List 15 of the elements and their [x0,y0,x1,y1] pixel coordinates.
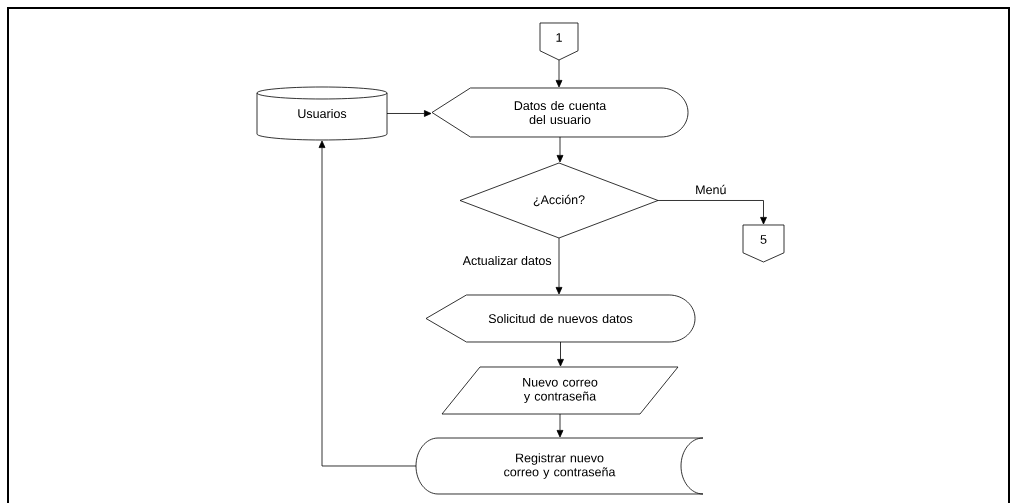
arrow [386,110,432,117]
edge-label: Menú [694,183,728,196]
arrow [555,59,563,88]
offpage-connector: 1 [539,22,579,61]
offpage-connector: 5 [742,224,785,263]
arrow [318,140,417,467]
database-cylinder: Usuarios [256,86,388,141]
arrow [555,237,563,295]
arrow [657,200,767,225]
edge-label: Actualizar datos [461,254,553,267]
arrow [557,341,564,367]
input-parallelogram: Nuevo correo y contraseña [441,366,679,415]
stored-data-shape: Registrar nuevo correo y contraseña [415,437,704,495]
arrow [556,413,564,438]
arrow [556,136,564,163]
